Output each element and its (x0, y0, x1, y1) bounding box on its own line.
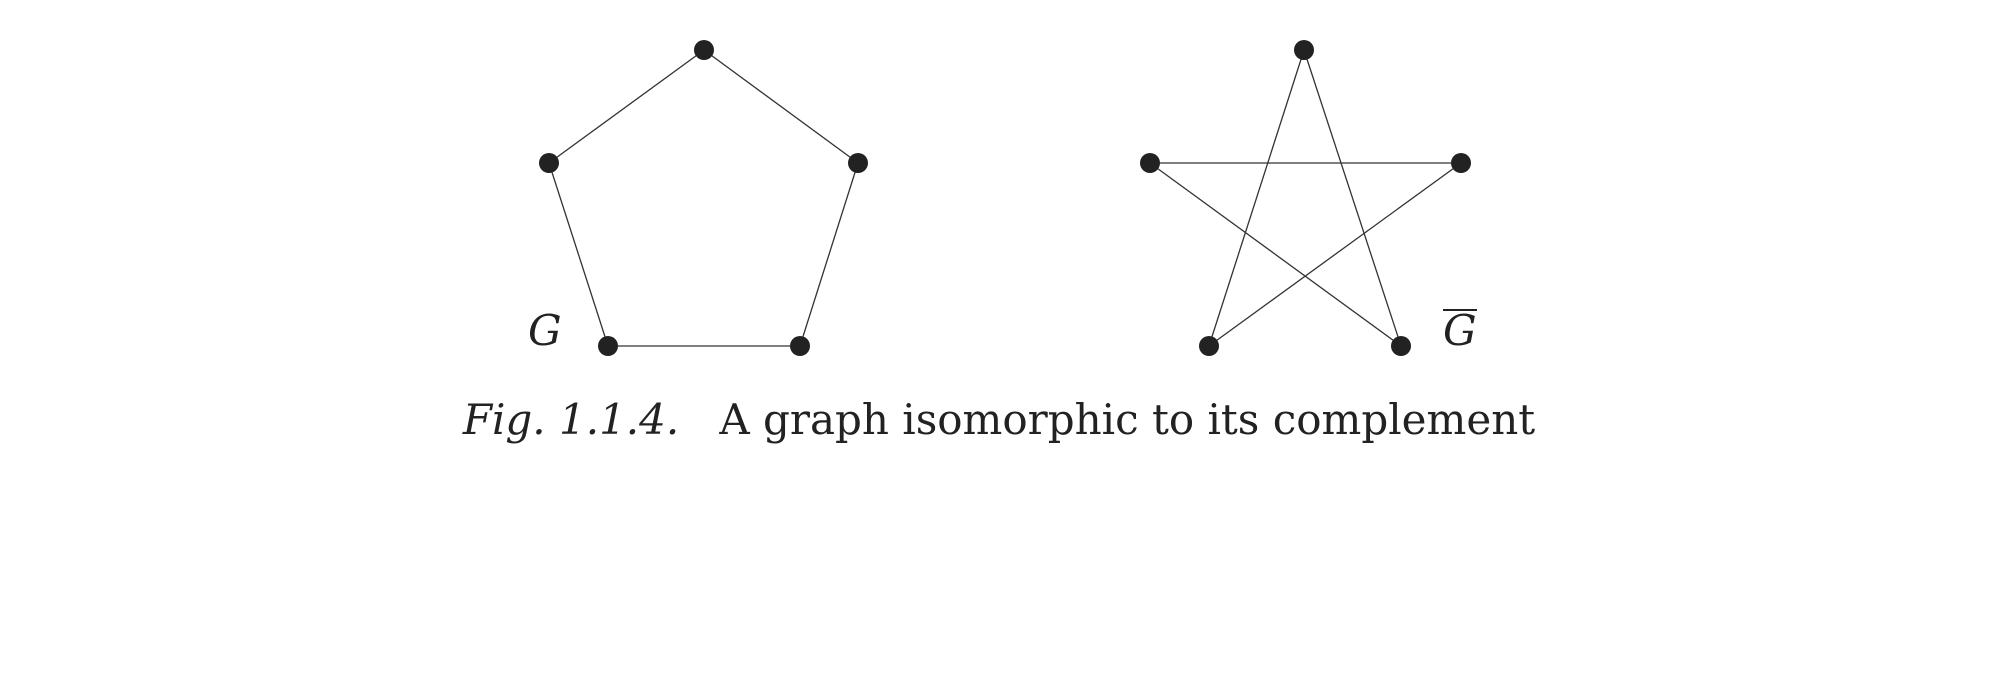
edge-v5-v1 (548, 49, 705, 164)
figure-number: Fig. 1.1.4. (462, 395, 680, 444)
vertex-v4 (598, 336, 618, 356)
edge-v4-v5 (548, 162, 609, 347)
vertex-v3 (790, 336, 810, 356)
figure-caption-text: A graph isomorphic to its complement (719, 395, 1536, 444)
vertex-v5 (1140, 153, 1160, 173)
vertex-v2 (848, 153, 868, 173)
pentagon-graph (539, 40, 868, 356)
vertex-v2 (1451, 153, 1471, 173)
edge-v1-v2 (703, 49, 859, 164)
edge-v3-v5 (1149, 162, 1402, 347)
edge-v1-v3 (1303, 49, 1402, 347)
graph-g-complement-label: G (1443, 306, 1477, 355)
vertex-v3 (1391, 336, 1411, 356)
vertex-v4 (1199, 336, 1219, 356)
pentagram-complement-graph (1140, 40, 1471, 356)
vertex-v1 (694, 40, 714, 60)
figure-caption-spacer (693, 395, 706, 444)
edge-v2-v4 (1208, 162, 1462, 347)
graph-g-label: G (528, 306, 562, 355)
figure-caption: Fig. 1.1.4. A graph isomorphic to its co… (0, 395, 1998, 444)
edge-v4-v1 (1208, 49, 1305, 347)
edge-v2-v3 (799, 162, 859, 347)
vertex-v5 (539, 153, 559, 173)
vertex-v1 (1294, 40, 1314, 60)
